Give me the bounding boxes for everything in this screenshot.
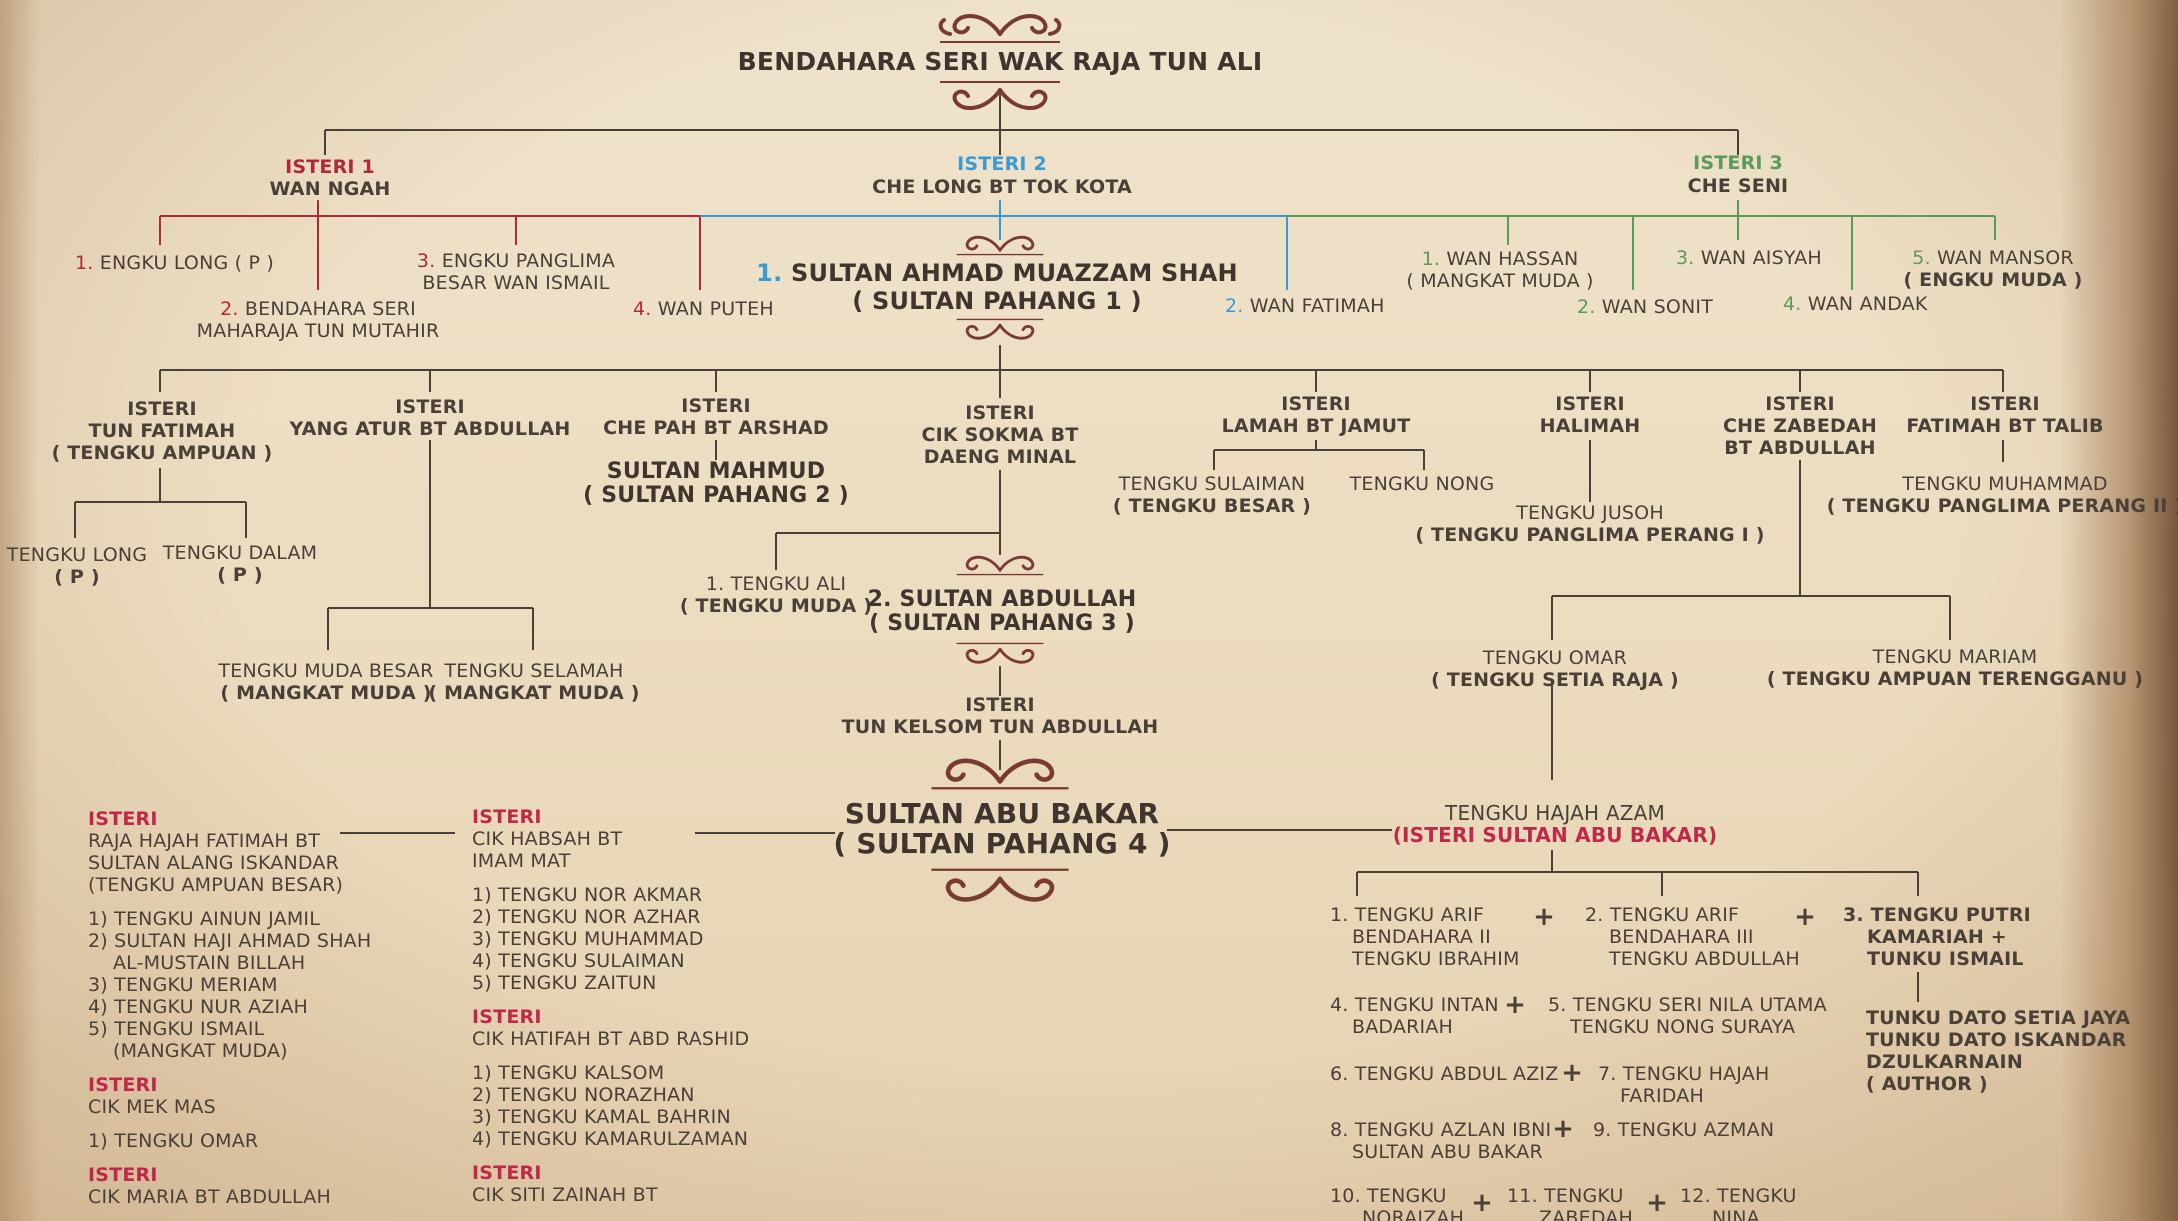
- sultan-ahmad-muazzam-shah: 1. SULTAN AHMAD MUAZZAM SHAH( SULTAN PAH…: [756, 259, 1238, 315]
- tengku-dalam: TENGKU DALAM( P ): [162, 542, 318, 586]
- plus-sign-4: +: [1561, 1058, 1583, 1088]
- sultan-abu-bakar: SULTAN ABU BAKAR( SULTAN PAHANG 4 ): [833, 797, 1171, 860]
- plus-sign-7: +: [1646, 1188, 1668, 1218]
- plus-sign-3: +: [1504, 990, 1526, 1020]
- sultan4-bottom-ornament-icon: [931, 868, 1069, 902]
- wife3-name: CHE SENI: [1687, 175, 1789, 197]
- tengku-jusoh: TENGKU JUSOH( TENGKU PANGLIMA PERANG I ): [1415, 502, 1765, 546]
- sultan4-top-ornament-icon: [931, 758, 1069, 790]
- tengku-muhammad: TENGKU MUHAMMAD( TENGKU PANGLIMA PERANG …: [1826, 473, 2178, 517]
- plus-sign-2: +: [1794, 902, 1816, 932]
- plus-sign-6: +: [1471, 1188, 1493, 1218]
- sultan1-bottom-ornament-icon: [956, 318, 1044, 340]
- sultan-mahmud: SULTAN MAHMUD( SULTAN PAHANG 2 ): [583, 459, 849, 508]
- tengku-long: TENGKU LONG( P ): [6, 544, 148, 588]
- azam-child-9: 9. TENGKU AZMAN: [1593, 1119, 1775, 1141]
- tengku-ali: 1. TENGKU ALI( TENGKU MUDA ): [679, 573, 873, 617]
- azam-child-6: 6. TENGKU ABDUL AZIZ: [1330, 1063, 1559, 1085]
- plus-sign-1: +: [1533, 902, 1555, 932]
- w3-child-5: 5. WAN MANSOR( ENGKU MUDA ): [1903, 247, 2083, 291]
- w1-child-1: 1. ENGKU LONG ( P ): [75, 252, 275, 274]
- sultan3-top-ornament-icon: [956, 555, 1044, 576]
- plus-sign-5: +: [1552, 1114, 1574, 1144]
- w3-child-3: 3. WAN AISYAH: [1676, 247, 1822, 269]
- tengku-selamah: TENGKU SELAMAH( MANGKAT MUDA ): [428, 660, 640, 704]
- sultan1-top-ornament-icon: [956, 235, 1044, 256]
- w3-child-1: 1. WAN HASSAN( MANGKAT MUDA ): [1406, 248, 1594, 292]
- w3-child-2: 2. WAN SONIT: [1577, 296, 1714, 318]
- tengku-mariam: TENGKU MARIAM( TENGKU AMPUAN TERENGGANU …: [1766, 646, 2144, 690]
- tengku-sulaiman: TENGKU SULAIMAN( TENGKU BESAR ): [1112, 473, 1312, 517]
- wife1-label: ISTERI 1: [285, 156, 375, 178]
- w2-child-2: 2. WAN FATIMAH: [1225, 295, 1385, 317]
- title-ornament-icon: [940, 81, 1060, 111]
- wife3-label: ISTERI 3: [1693, 152, 1783, 174]
- tengku-omar: TENGKU OMAR( TENGKU SETIA RAJA ): [1431, 647, 1679, 691]
- page-title: BENDAHARA SERI WAK RAJA TUN ALI: [737, 47, 1263, 76]
- w3-child-4: 4. WAN ANDAK: [1783, 293, 1928, 315]
- sultan-abdullah: 2. SULTAN ABDULLAH( SULTAN PAHANG 3 ): [867, 587, 1137, 636]
- wife1-name: WAN NGAH: [269, 178, 391, 200]
- left-wife-1: ISTERI RAJA HAJAH FATIMAH BT SULTAN ALAN…: [88, 808, 372, 1208]
- top-ornament-icon: [938, 13, 1062, 43]
- tengku-muda-besar: TENGKU MUDA BESAR( MANGKAT MUDA ): [218, 660, 434, 704]
- wife2-name: CHE LONG BT TOK KOTA: [872, 176, 1132, 198]
- mid-wives: ISTERI CIK HABSAH BT IMAM MAT 1) TENGKU …: [472, 806, 750, 1206]
- sultan3-bottom-ornament-icon: [956, 642, 1044, 664]
- wife2-label: ISTERI 2: [957, 153, 1047, 175]
- w1-child-4: 4. WAN PUTEH: [633, 298, 774, 320]
- tengku-nong: TENGKU NONG: [1349, 473, 1495, 495]
- tengku-hajah-azam: TENGKU HAJAH AZAM(ISTERI SULTAN ABU BAKA…: [1392, 801, 1718, 847]
